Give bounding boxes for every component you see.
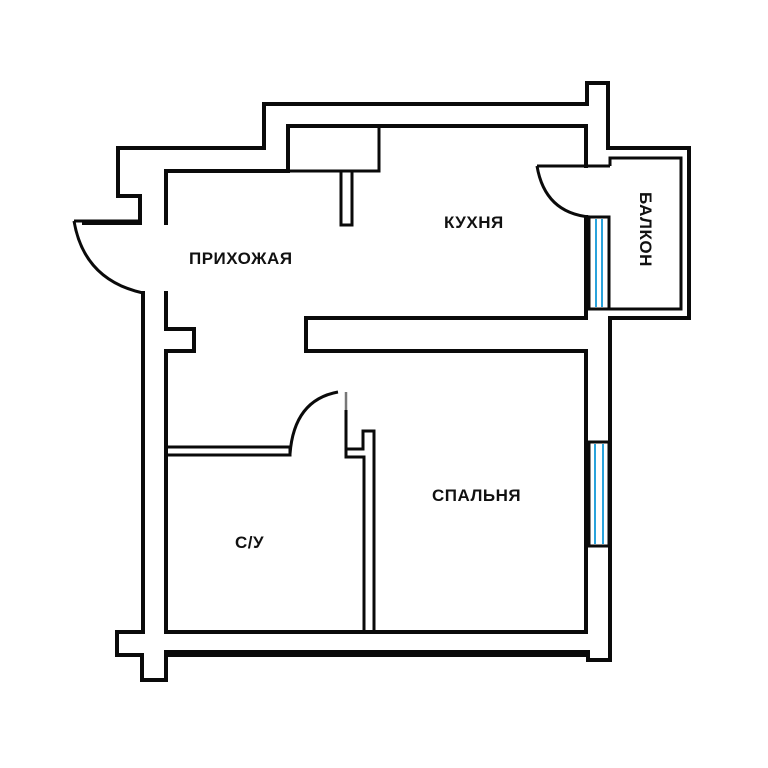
kitchen-right-wall — [164, 215, 588, 634]
bathroom-door-arc — [288, 390, 339, 455]
balcony-door-arc — [535, 165, 591, 219]
room-label-bedroom: СПАЛЬНЯ — [432, 486, 522, 505]
inner-wall-top — [164, 124, 588, 225]
bedroom-window-frame — [587, 440, 611, 548]
bathroom-right-wall — [344, 410, 376, 632]
balcony-inner-wall — [608, 156, 683, 311]
room-label-bathroom: С/У — [235, 533, 265, 552]
room-label-hallway: ПРИХОЖАЯ — [189, 249, 293, 268]
kitchen-window-frame — [587, 215, 611, 311]
vent-shaft — [286, 124, 381, 173]
room-label-kitchen: КУХНЯ — [444, 213, 504, 232]
bathroom-top-wall — [164, 445, 292, 457]
hallway-left-wall — [164, 291, 196, 456]
entrance-door-swing — [72, 220, 144, 295]
outer-wall-top — [82, 81, 691, 682]
room-label-balcony: БАЛКОН — [636, 192, 655, 267]
vent-pipe — [339, 169, 354, 227]
